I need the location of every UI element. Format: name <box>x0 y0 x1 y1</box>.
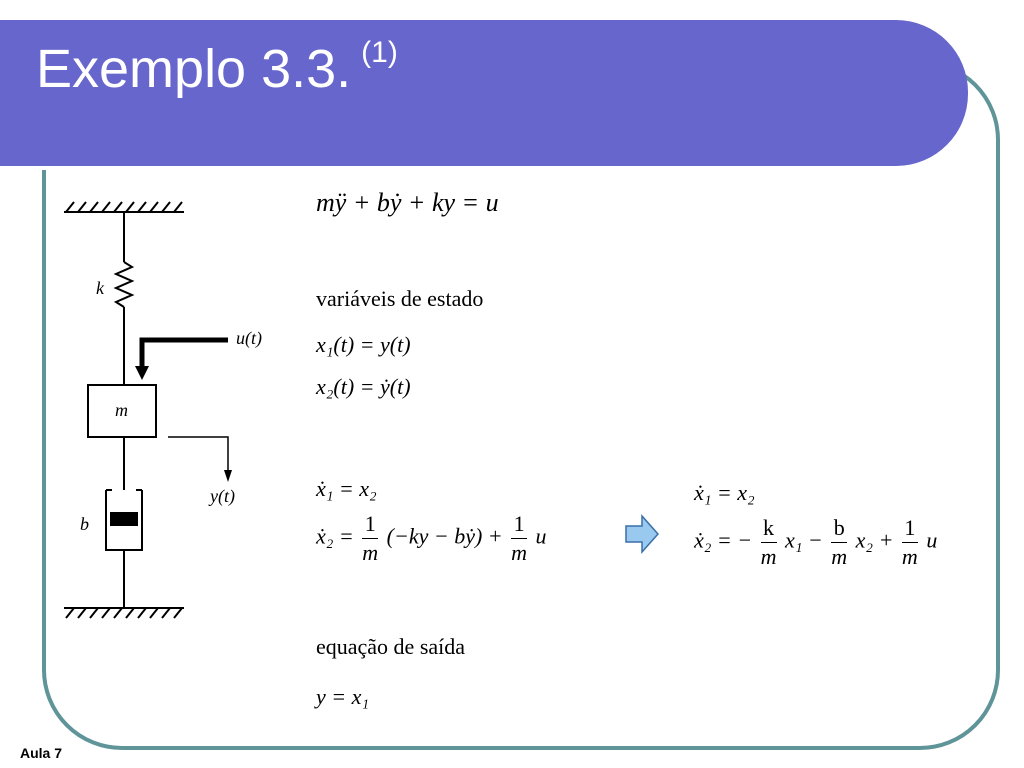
damper-piston <box>110 512 138 526</box>
ode-equation: mÿ + bẏ + ky = u <box>316 188 499 217</box>
output-equation: y = x₁ <box>316 684 370 709</box>
fraction-denominator: m <box>901 544 918 569</box>
fraction-numerator: 1 <box>511 510 528 539</box>
damper <box>105 437 143 608</box>
fraction-numerator: b <box>831 514 848 543</box>
fraction-numerator: 1 <box>362 510 379 539</box>
fraction-denominator: m <box>831 544 848 569</box>
state-vars-heading: variáveis de estado <box>316 286 484 311</box>
title-text: Exemplo 3.3. <box>36 39 352 99</box>
x1dot-left: ẋ₁ = x₂ <box>316 476 377 501</box>
output-label: y(t) <box>208 486 235 507</box>
input-label: u(t) <box>236 328 262 349</box>
x1-definition: x₁(t) = y(t) <box>316 332 411 357</box>
x1dot-right: ẋ₁ = x₂ <box>694 480 755 505</box>
ceiling-ground <box>64 201 184 213</box>
title-rule <box>0 166 940 170</box>
mass-block <box>87 384 157 438</box>
mass-label: m <box>115 400 128 420</box>
implies-arrow-icon <box>625 514 660 554</box>
x2dot-right-lhs: ẋ₂ = − <box>694 527 753 553</box>
spring <box>113 212 135 385</box>
output-heading: equação de saída <box>316 634 466 659</box>
footer-label: Aula 7 <box>20 745 63 761</box>
mass-spring-damper-diagram: k u(t) m y(t) b <box>64 201 262 619</box>
fraction-denominator: m <box>511 540 528 565</box>
damper-label: b <box>80 514 89 534</box>
fraction-numerator: k <box>760 514 777 543</box>
title-superscript: (1) <box>361 36 398 69</box>
fraction-denominator: m <box>760 544 777 569</box>
spring-label: k <box>96 278 105 298</box>
x2dot-right-term1: x₁ − <box>785 527 823 553</box>
fraction-denominator: m <box>362 540 379 565</box>
input-force-arrow <box>135 337 228 380</box>
floor-ground <box>64 607 184 619</box>
x2dot-left-mid: (−ky − bẏ) + <box>386 523 503 549</box>
slide-title: Exemplo 3.3. (1) <box>36 36 398 100</box>
x2dot-left-lhs: ẋ₂ = <box>316 523 354 549</box>
output-arrow-head <box>224 470 232 482</box>
x2-definition: x₂(t) = ẏ(t) <box>316 374 411 399</box>
title-bar <box>0 20 968 170</box>
output-arrow <box>168 436 229 472</box>
fraction-numerator: 1 <box>901 514 918 543</box>
x2dot-right-term2: x₂ + <box>855 527 894 553</box>
x2dot-right-tail: u <box>926 527 938 553</box>
x2dot-left-tail: u <box>535 523 547 549</box>
